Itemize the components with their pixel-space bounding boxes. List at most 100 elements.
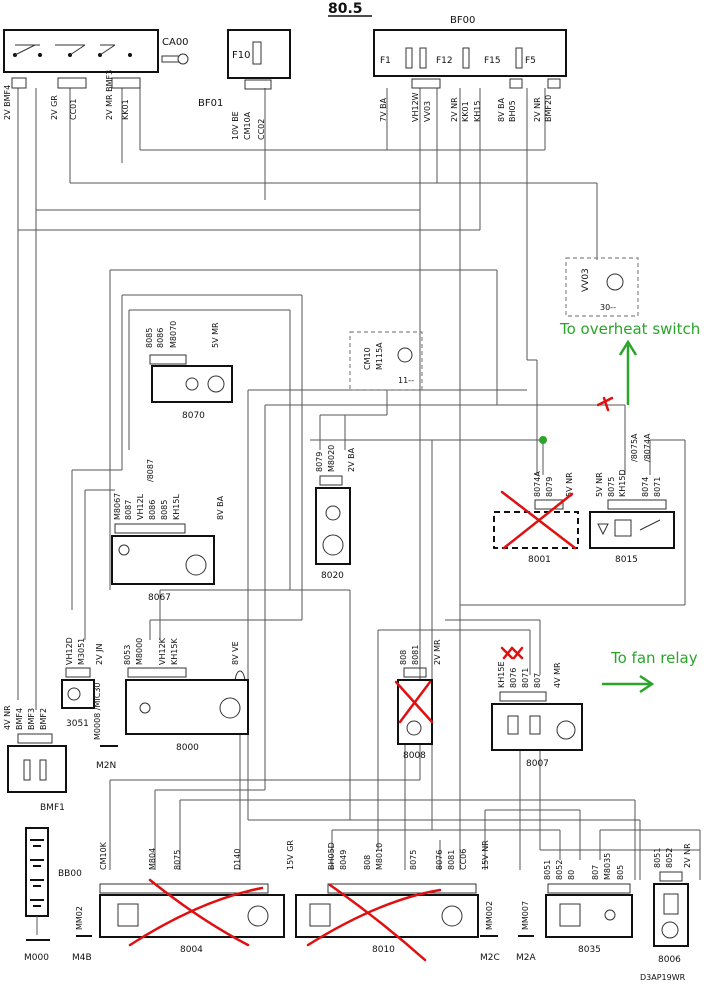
svg-text:4V NR: 4V NR [3, 705, 12, 730]
svg-text:BMF2: BMF2 [39, 708, 48, 730]
c8035-label: 8035 [578, 945, 601, 955]
svg-text:8086: 8086 [156, 328, 165, 348]
bf00-fuse-box: BF00 F1 F12 F15 F5 [373, 15, 567, 89]
svg-text:BMF4: BMF4 [15, 708, 24, 730]
svg-text:M8020: M8020 [327, 445, 336, 472]
splice-marker [539, 436, 547, 444]
svg-text:807: 807 [591, 865, 600, 880]
svg-text:VH12D: VH12D [65, 637, 74, 665]
annotation-overheat: To overheat switch [559, 320, 700, 405]
cm10-component: CM10 M115A 11-- [349, 331, 423, 391]
svg-text:/8074A: /8074A [643, 433, 652, 462]
svg-text:M804: M804 [148, 848, 157, 870]
component-8010: BH05D 8049 808 M8010 8075 8076 8081 CC06… [295, 840, 490, 955]
svg-text:2V GR: 2V GR [50, 95, 59, 120]
f12-label: F12 [436, 56, 453, 66]
cm10-pin: 11-- [398, 376, 414, 385]
bb00-label: BB00 [58, 869, 82, 879]
svg-text:8085: 8085 [145, 328, 154, 348]
svg-text:MM007: MM007 [521, 901, 530, 930]
ground-m2n: M2N [96, 761, 116, 771]
svg-text:CC06: CC06 [459, 849, 468, 870]
c8008-label: 8008 [403, 751, 426, 761]
svg-text:8052: 8052 [665, 848, 674, 868]
vv03-label: VV03 [581, 268, 591, 292]
component-8020: 8079 M8020 2V BA 8020 [315, 445, 356, 581]
svg-text:2V BMF4: 2V BMF4 [3, 85, 12, 120]
svg-text:807: 807 [533, 673, 542, 688]
svg-text:KK01: KK01 [461, 101, 470, 122]
component-8004: CM10K M804 8075 D140 15V GR 8004 [99, 840, 295, 955]
bf01-wire-1: 10V BE [231, 111, 240, 140]
svg-text:2V MR: 2V MR [433, 639, 442, 665]
svg-text:80: 80 [567, 870, 576, 880]
cross-out-marks [128, 396, 614, 962]
svg-text:2V NR: 2V NR [450, 97, 459, 122]
bmf1-label: BMF1 [40, 803, 65, 813]
svg-text:8071: 8071 [653, 477, 662, 497]
ca00-ignition-switch: CA00 [3, 29, 189, 89]
svg-text:KH15D: KH15D [618, 469, 627, 497]
svg-text:808: 808 [399, 650, 408, 665]
svg-text:2V NR: 2V NR [533, 97, 542, 122]
svg-text:8086: 8086 [148, 500, 157, 520]
page-number: 80.5 [328, 1, 363, 17]
annotation-fan-relay: To fan relay [602, 649, 698, 694]
component-8015: 5V NR 8075 KH15D /8075A 8074 8071 /8074A… [589, 433, 675, 565]
svg-text:8V VE: 8V VE [231, 641, 240, 665]
component-8067: M8067 8087 VH12L 8086 8085 KH15L /8087 8… [111, 459, 225, 603]
svg-text:M8035: M8035 [603, 853, 612, 880]
c8006-label: 8006 [658, 955, 681, 965]
svg-text:8076: 8076 [509, 668, 518, 688]
svg-text:8075: 8075 [173, 850, 182, 870]
ground-points: M000 M4B MM02 M2N M2C MM002 M2A MM007 [24, 745, 536, 963]
c8007-label: 8007 [526, 759, 549, 769]
svg-text:5V MR: 5V MR [211, 322, 220, 348]
svg-text:8053: 8053 [123, 645, 132, 665]
bf01-wire-3: CC02 [257, 119, 266, 140]
svg-text:8051: 8051 [543, 860, 552, 880]
svg-text:M8067: M8067 [113, 493, 122, 520]
top-wire-labels: 2V BMF4 2V GR CC01 2V MR BMF3 KK01 7V BA… [3, 70, 553, 122]
vv03-component: VV03 30-- [565, 257, 639, 317]
component-8001: 8074A 8079 5V NR 8001 [493, 471, 579, 565]
svg-text:KK01: KK01 [121, 99, 130, 120]
svg-text:5V NR: 5V NR [595, 472, 604, 497]
svg-text:M3051: M3051 [77, 638, 86, 665]
svg-text:8087: 8087 [124, 500, 133, 520]
svg-text:BMF3: BMF3 [27, 708, 36, 730]
svg-text:CC01: CC01 [69, 99, 78, 120]
component-bmf1: 4V NR BMF4 BMF3 BMF2 BMF1 [3, 705, 67, 813]
svg-text:8076: 8076 [435, 850, 444, 870]
svg-text:8085: 8085 [160, 500, 169, 520]
vv03-pin: 30-- [600, 303, 616, 312]
svg-text:MM002: MM002 [485, 901, 494, 930]
ground-m2c: M2C [480, 953, 500, 963]
svg-text:8074: 8074 [641, 477, 650, 497]
svg-text:805: 805 [616, 865, 625, 880]
svg-text:KH15L: KH15L [172, 494, 181, 520]
svg-text:D140: D140 [233, 849, 242, 870]
wire-network [17, 88, 701, 880]
svg-text:8075: 8075 [409, 850, 418, 870]
fan-relay-note: To fan relay [610, 649, 698, 667]
f5-label: F5 [525, 56, 536, 66]
svg-text:VH12K: VH12K [158, 637, 167, 665]
c8070-label: 8070 [182, 411, 205, 421]
ground-m4b: M4B [72, 953, 92, 963]
component-8070: 8085 8086 M8070 5V MR 8070 [145, 321, 233, 421]
svg-text:BH05D: BH05D [327, 842, 336, 870]
component-bb00-battery: BB00 [25, 827, 82, 935]
svg-text:8081: 8081 [447, 850, 456, 870]
component-8000: 8053 M8000 VH12K KH15K 8V VE 8000 [123, 637, 249, 753]
svg-text:M8070: M8070 [169, 321, 178, 348]
svg-text:8071: 8071 [521, 668, 530, 688]
component-8035: 8051 8052 80 807 M8035 805 8035 [543, 853, 633, 955]
svg-text:VH12W: VH12W [411, 92, 420, 122]
c8015-label: 8015 [615, 555, 638, 565]
svg-text:8051: 8051 [653, 848, 662, 868]
svg-text:8081: 8081 [411, 645, 420, 665]
svg-text:/8075A: /8075A [630, 433, 639, 462]
ca00-label: CA00 [162, 37, 189, 48]
